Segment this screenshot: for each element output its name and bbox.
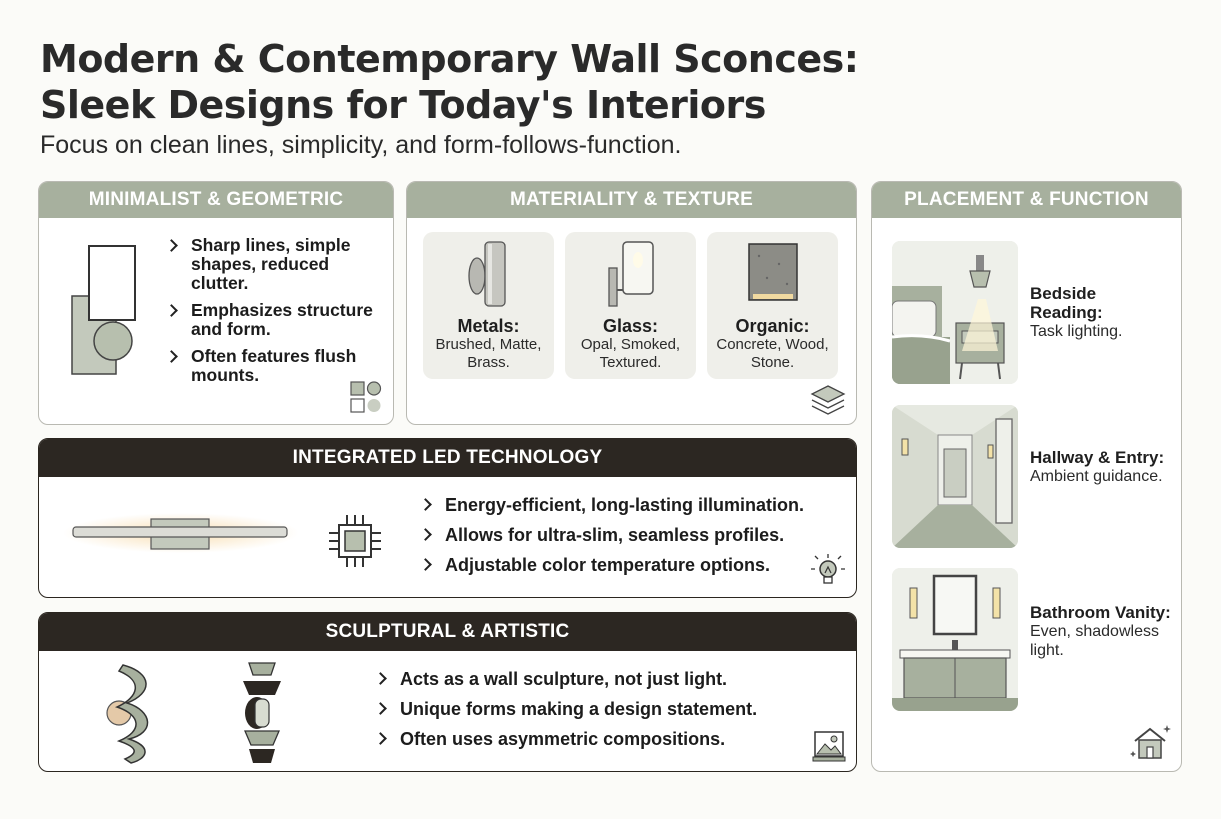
sculptural-bullets: Acts as a wall sculpture, not just light… [374,669,844,749]
list-item: Acts as a wall sculpture, not just light… [374,669,844,689]
placement-heading: PLACEMENT & FUNCTION [872,182,1181,218]
minimalist-bullets: Sharp lines, simple shapes, reduced clut… [165,236,391,385]
image-icon [812,729,846,763]
material-tile-metals: Metals: Brushed, Matte, Brass. [423,232,554,379]
list-item: Sharp lines, simple shapes, reduced clut… [165,236,391,293]
material-desc: Opal, Smoked, Textured. [580,336,681,371]
material-desc: Brushed, Matte, Brass. [435,336,542,371]
materiality-card: MATERIALITY & TEXTURE Metals: Brushed, M… [406,181,857,425]
material-tile-glass: Glass: Opal, Smoked, Textured. [565,232,696,379]
minimalist-card: MINIMALIST & GEOMETRIC Sharp lines, simp… [38,181,394,425]
material-tile-organic: Organic: Concrete, Wood, Stone. [707,232,838,379]
led-heading: INTEGRATED LED TECHNOLOGY [39,439,856,477]
title-line-1: Modern & Contemporary Wall Sconces: [40,37,859,81]
placement-label: Bedside Reading: [1030,284,1103,322]
page-subtitle: Focus on clean lines, simplicity, and fo… [40,131,682,159]
title-line-2: Sleek Designs for Today's Interiors [40,83,766,127]
bathroom-illustration [892,568,1018,711]
metal-sconce-icon [467,240,513,308]
placement-label: Bathroom Vanity: [1030,603,1171,622]
ribbon-sconce-illustration [103,663,163,765]
layers-icon [810,384,846,416]
list-item: Often features flush mounts. [165,347,391,385]
list-item: Often uses asymmetric compositions. [374,729,844,749]
minimalist-heading: MINIMALIST & GEOMETRIC [39,182,393,218]
materiality-heading: MATERIALITY & TEXTURE [407,182,856,218]
led-bullets: Energy-efficient, long-lasting illuminat… [419,495,849,575]
bedside-illustration [892,241,1018,384]
lightbulb-icon [810,553,846,589]
placement-desc: Even, shadowless light. [1030,623,1159,659]
glass-sconce-icon [607,240,657,308]
concrete-sconce-icon [745,240,801,304]
home-icon [1129,723,1171,761]
hallway-text: Hallway & Entry: Ambient guidance. [1030,448,1180,486]
list-item: Allows for ultra-slim, seamless profiles… [419,525,849,545]
shapes-icon [349,380,383,414]
stacked-discs-sconce-illustration [237,661,287,765]
list-item: Unique forms making a design statement. [374,699,844,719]
material-desc: Concrete, Wood, Stone. [716,336,829,371]
placement-desc: Task lighting. [1030,323,1123,340]
geometric-sconce-illustration [69,244,149,379]
placement-label: Hallway & Entry: [1030,448,1165,467]
hallway-illustration [892,405,1018,548]
material-label: Organic: [735,316,810,336]
led-card: INTEGRATED LED TECHNOLOGY [38,438,857,598]
bedside-text: Bedside Reading: Task lighting. [1030,284,1170,341]
bathroom-text: Bathroom Vanity: Even, shadowless light. [1030,603,1180,660]
sculptural-card: SCULPTURAL & ARTISTIC Acts as a wall scu… [38,612,857,772]
material-label: Metals: [457,316,520,336]
list-item: Adjustable color temperature options. [419,555,849,575]
sculptural-heading: SCULPTURAL & ARTISTIC [39,613,856,651]
led-bar-sconce-illustration [63,503,303,553]
placement-card: PLACEMENT & FUNCTION Bedside Reading: Ta… [871,181,1182,772]
material-label: Glass: [602,316,659,336]
chip-icon [327,513,383,569]
page-title: Modern & Contemporary Wall Sconces: Slee… [40,36,859,128]
list-item: Emphasizes structure and form. [165,301,391,339]
list-item: Energy-efficient, long-lasting illuminat… [419,495,849,515]
placement-desc: Ambient guidance. [1030,468,1163,485]
